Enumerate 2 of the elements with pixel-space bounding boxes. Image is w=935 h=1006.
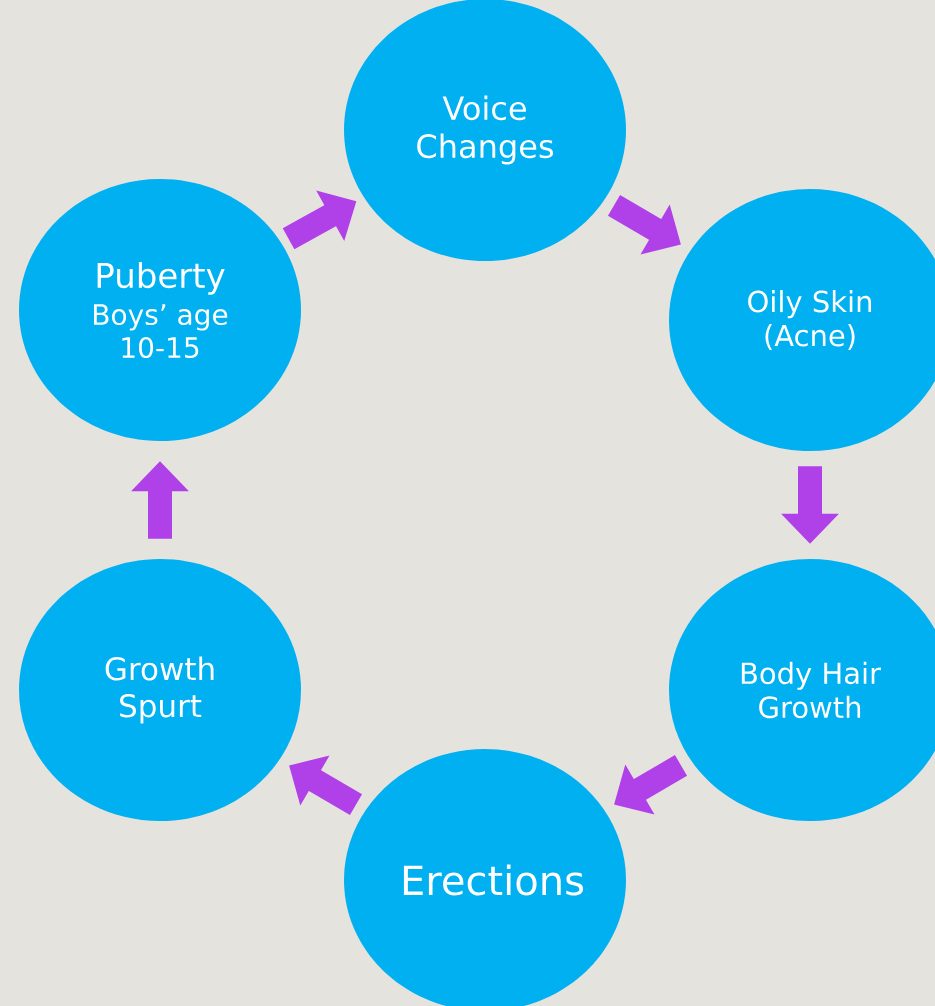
circle-node: Puberty Boys’ age 10-15 xyxy=(19,179,301,441)
circle-node: Growth Spurt xyxy=(19,559,301,821)
